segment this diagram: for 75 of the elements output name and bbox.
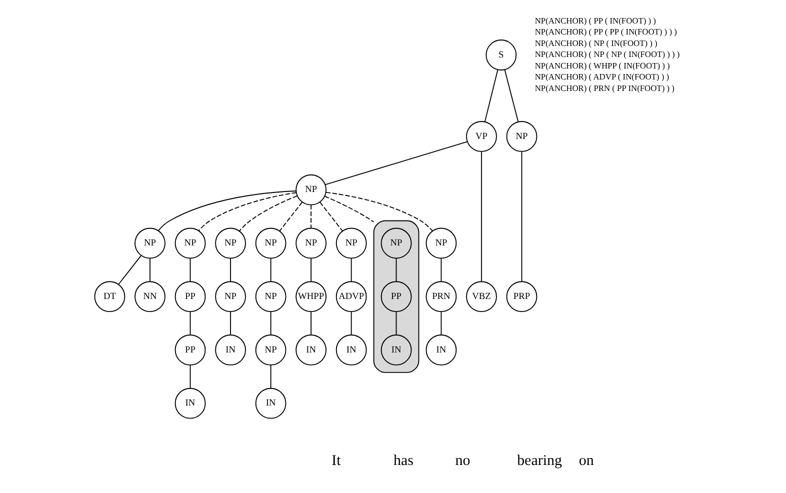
node-circle: IN [215, 334, 246, 366]
label: NP(ANCHOR) ( ADVP ( IN(FOOT) ) ) [534, 72, 670, 82]
node-circle: NP [296, 228, 327, 259]
node-circle: DT [94, 281, 126, 312]
node-circle: NP [174, 228, 206, 259]
label: NP(ANCHOR) ( NP ( IN(FOOT) ) ) [534, 38, 658, 48]
node-circle: IN [296, 334, 327, 366]
label: bearing [517, 452, 562, 469]
cluster [373, 220, 420, 373]
connector [310, 204, 312, 229]
label: no [455, 452, 470, 469]
node-circle: NN [134, 281, 166, 312]
connector [325, 192, 434, 232]
connector [396, 311, 397, 336]
connector [324, 141, 468, 186]
label: NP(ANCHOR) ( WHPP ( IN(FOOT) ) ) [534, 60, 670, 70]
node-circle: NP [506, 121, 538, 152]
node-circle: NP [255, 281, 286, 312]
connector [230, 258, 231, 282]
node-circle: NP [255, 228, 286, 259]
node-circle: NP [296, 174, 327, 206]
connector [310, 258, 312, 282]
connector [320, 202, 343, 232]
connector [310, 311, 312, 336]
label: has [393, 452, 414, 469]
node-circle: IN [336, 334, 367, 366]
connector [484, 69, 498, 122]
node-circle: NP [336, 228, 367, 259]
connector [396, 258, 397, 282]
connector [118, 255, 142, 285]
node-circle: VBZ [466, 281, 497, 312]
connector [481, 151, 482, 282]
connector [230, 311, 231, 336]
node-circle: IN [255, 388, 286, 419]
connector [270, 258, 272, 282]
connector [279, 202, 303, 232]
node-circle: PP [380, 281, 412, 312]
node-circle: PP [174, 334, 206, 366]
label: NP(ANCHOR) ( PP ( PP ( IN(FOOT) ) ) ) [534, 26, 677, 37]
node-circle: IN [380, 334, 412, 366]
node-circle: S [486, 40, 517, 70]
node-circle: IN [426, 334, 457, 366]
connector [190, 258, 191, 282]
label: NP(ANCHOR) ( PRN ( PP IN(FOOT) ) ) [534, 82, 674, 93]
connector [504, 69, 519, 122]
connector [324, 196, 374, 223]
connector [190, 364, 191, 389]
node-circle: NP [134, 228, 166, 259]
connector [270, 364, 272, 389]
node-circle: VP [466, 121, 497, 152]
connector [521, 151, 522, 282]
label: NP(ANCHOR) ( NP ( NP ( IN(FOOT) ) ) ) [534, 49, 680, 60]
connector [238, 195, 298, 232]
node-circle: NP [255, 334, 286, 366]
node-circle: NP [215, 228, 246, 259]
node-circle: WHPP [296, 281, 327, 312]
node-circle: ADVP [336, 281, 367, 312]
connector [350, 258, 352, 282]
node-circle: PRP [506, 281, 538, 312]
label: NP(ANCHOR) ( PP ( IN(FOOT) ) ) [534, 15, 656, 26]
node-circle: PRN [426, 281, 457, 312]
label: It [332, 452, 341, 469]
connector [440, 258, 442, 282]
connector [350, 311, 352, 336]
label: on [578, 452, 594, 469]
connector [158, 190, 296, 231]
connector [198, 192, 297, 232]
connector [270, 311, 272, 336]
node-circle: PP [174, 281, 206, 312]
connector [190, 311, 191, 336]
node-circle: NP [215, 281, 246, 312]
connector [440, 311, 442, 336]
node-circle: NP [380, 228, 412, 259]
node-circle: NP [426, 228, 457, 259]
node-circle: IN [174, 388, 206, 419]
